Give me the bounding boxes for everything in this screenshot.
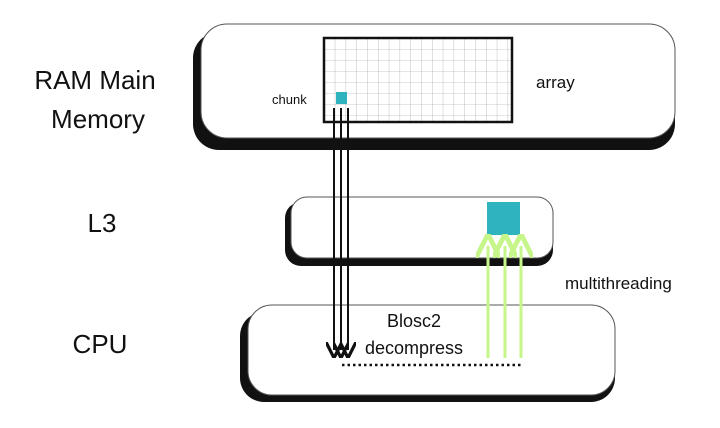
l3-chunk-block xyxy=(487,202,520,235)
chunk-cell xyxy=(336,92,347,104)
blosc-label-line1: Blosc2 xyxy=(387,311,441,331)
multithreading-label: multithreading xyxy=(565,274,672,293)
multithreading-arrows xyxy=(488,246,521,358)
transfer-arrows xyxy=(334,108,348,350)
chunk-label: chunk xyxy=(272,92,307,107)
cpu-label: CPU xyxy=(73,329,128,359)
array-label: array xyxy=(536,73,575,92)
array-grid xyxy=(322,36,514,124)
ram-label-line1: RAM Main xyxy=(34,65,155,95)
ram-label-line2: Memory xyxy=(51,104,145,134)
l3-label: L3 xyxy=(88,208,117,238)
blosc-label-line2: decompress xyxy=(365,338,463,358)
